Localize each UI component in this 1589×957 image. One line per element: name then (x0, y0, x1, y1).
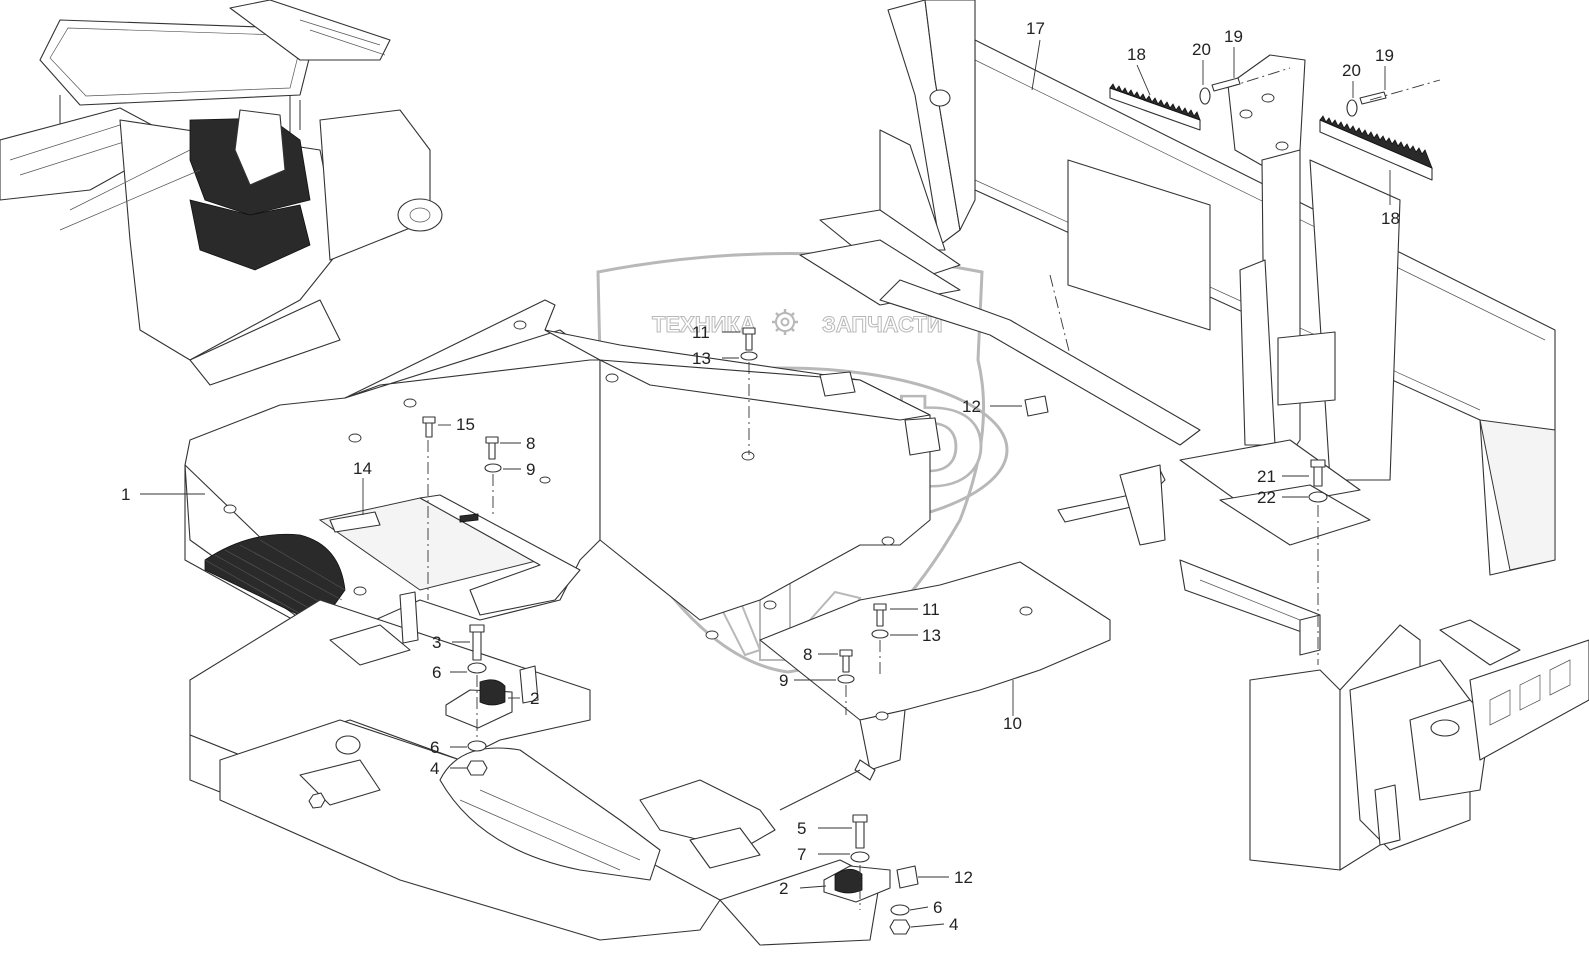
floor-panel-middle (544, 329, 941, 640)
left-upright-post (799, 0, 976, 306)
callout-8-right: 8 (803, 645, 812, 664)
clip-icon (1024, 395, 1049, 417)
watermark-text-left: ТЕХНИКА (652, 312, 756, 337)
bolt-icon (422, 416, 436, 438)
callout-9-right: 9 (779, 671, 788, 690)
callout-13-upper: 13 (692, 349, 711, 368)
callout-9-left: 9 (526, 460, 535, 479)
bolt-icon (469, 624, 485, 661)
callout-21: 21 (1257, 467, 1276, 486)
washer-icon (1308, 491, 1328, 503)
washer-icon (467, 740, 487, 752)
washer-icon (1199, 87, 1211, 105)
callout-18-lower: 18 (1381, 209, 1400, 228)
washer-icon (837, 674, 855, 684)
fasteners (422, 77, 1387, 935)
callout-15: 15 (456, 415, 475, 434)
callout-1: 1 (121, 485, 130, 504)
callout-labels: 1 14 15 8 9 11 13 17 18 20 19 20 19 18 1… (121, 19, 1400, 934)
callout-2-right: 2 (779, 879, 788, 898)
callout-12-upper: 12 (962, 397, 981, 416)
callout-14: 14 (353, 459, 372, 478)
serrated-strip-left (1109, 83, 1201, 131)
leader-lines (140, 39, 1391, 928)
washer-icon (467, 662, 487, 674)
callout-20-left: 20 (1192, 40, 1211, 59)
bolt-icon (873, 603, 887, 627)
floor-panel-left (184, 299, 601, 641)
bolt-icon (742, 327, 756, 351)
callout-19-right: 19 (1375, 46, 1394, 65)
callout-17: 17 (1026, 19, 1045, 38)
washer-icon (484, 463, 502, 473)
nut-icon (889, 919, 911, 935)
subframe-right (1249, 614, 1589, 871)
watermark-text-right: ЗАПЧАСТИ (822, 312, 943, 337)
callout-4-right: 4 (949, 915, 958, 934)
axis-lines (427, 67, 1441, 910)
callout-10: 10 (1003, 714, 1022, 733)
serrated-strip-right (1319, 115, 1433, 181)
right-upright-post (1179, 54, 1371, 546)
callout-18-upper: 18 (1127, 45, 1146, 64)
center-beam (879, 279, 1321, 636)
callout-13-right: 13 (922, 626, 941, 645)
bolt-icon (1211, 77, 1241, 92)
callout-11-upper: 11 (692, 323, 710, 342)
washer-icon (1346, 99, 1358, 117)
floor-panel-right (759, 561, 1111, 781)
callout-6-lower: 6 (933, 898, 942, 917)
bolt-icon (1359, 91, 1387, 105)
callout-4-left: 4 (430, 759, 439, 778)
washer-icon (850, 851, 870, 863)
callout-19-left: 19 (1224, 27, 1243, 46)
machine-overview-inset (0, 0, 443, 386)
floor-panel-bottom (639, 769, 861, 851)
callout-6-middle: 6 (430, 738, 439, 757)
bolt-icon (1310, 459, 1326, 487)
callout-11-right: 11 (922, 600, 940, 619)
callout-22: 22 (1257, 488, 1276, 507)
bolt-icon (852, 814, 868, 849)
washer-icon (871, 629, 889, 639)
nut-icon (466, 760, 488, 776)
bolt-icon (839, 649, 853, 673)
washer-icon (740, 351, 758, 361)
washer-icon (890, 904, 910, 916)
bolt-icon (485, 436, 499, 460)
callout-6-upper: 6 (432, 663, 441, 682)
callout-12-lower: 12 (954, 868, 973, 887)
callout-5: 5 (797, 819, 806, 838)
gear-icon (772, 309, 798, 335)
callout-2-left: 2 (530, 689, 539, 708)
clip-icon (896, 865, 919, 889)
callout-7: 7 (797, 845, 806, 864)
callout-3: 3 (432, 633, 441, 652)
callout-8-left: 8 (526, 434, 535, 453)
callout-20-right: 20 (1342, 61, 1361, 80)
